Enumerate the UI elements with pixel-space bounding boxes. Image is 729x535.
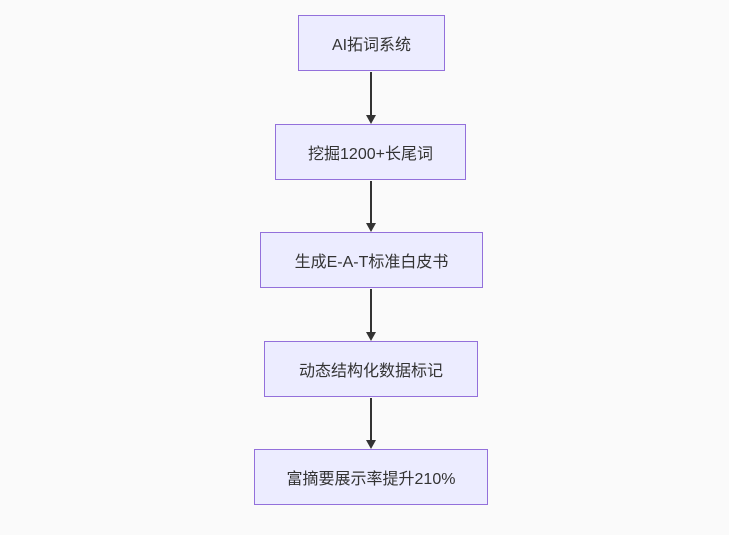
arrow-head-icon: [366, 115, 376, 124]
flow-node-ai-word-system: AI拓词系统: [298, 15, 445, 71]
flow-node-rich-snippet-rate: 富摘要展示率提升210%: [254, 449, 488, 505]
flow-arrow-1: [366, 72, 376, 124]
flow-arrow-2: [366, 181, 376, 232]
arrow-shaft: [370, 398, 372, 440]
flow-node-eat-whitepaper: 生成E-A-T标准白皮书: [260, 232, 483, 288]
flow-node-longtail-keywords: 挖掘1200+长尾词: [275, 124, 466, 180]
flow-node-structured-data-markup: 动态结构化数据标记: [264, 341, 478, 397]
arrow-head-icon: [366, 332, 376, 341]
arrow-head-icon: [366, 223, 376, 232]
arrow-shaft: [370, 289, 372, 332]
flow-arrow-4: [366, 398, 376, 449]
arrow-head-icon: [366, 440, 376, 449]
flow-arrow-3: [366, 289, 376, 341]
arrow-shaft: [370, 72, 372, 115]
arrow-shaft: [370, 181, 372, 223]
